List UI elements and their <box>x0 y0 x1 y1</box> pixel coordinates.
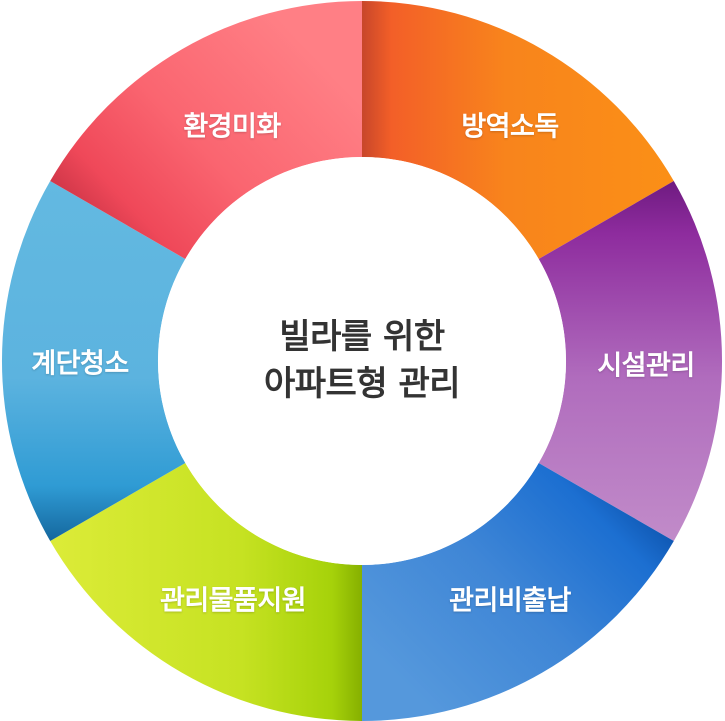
label-stair-cleaning[interactable]: 계단청소 <box>31 348 129 380</box>
segment-fee-payment[interactable] <box>362 463 674 721</box>
center-title: 빌라를 위한 아파트형 관리 <box>263 314 461 408</box>
segment-supplies-support[interactable] <box>50 463 362 721</box>
label-fee-payment[interactable]: 관리비출납 <box>449 585 571 617</box>
center-circle <box>158 157 566 565</box>
label-environment-beautification[interactable]: 환경미화 <box>183 111 281 143</box>
center-title-line1: 빌라를 위한 <box>279 317 445 357</box>
segment-facility-management[interactable] <box>538 181 723 541</box>
label-disinfection[interactable]: 방역소독 <box>461 111 559 143</box>
segment-environment-beautification[interactable] <box>50 0 362 259</box>
center-title-line2: 아파트형 관리 <box>263 364 461 404</box>
segment-stair-cleaning[interactable] <box>1 181 186 541</box>
label-supplies-support[interactable]: 관리물품지원 <box>159 585 307 617</box>
label-facility-management[interactable]: 시설관리 <box>597 350 695 382</box>
segment-disinfection[interactable] <box>362 0 674 259</box>
